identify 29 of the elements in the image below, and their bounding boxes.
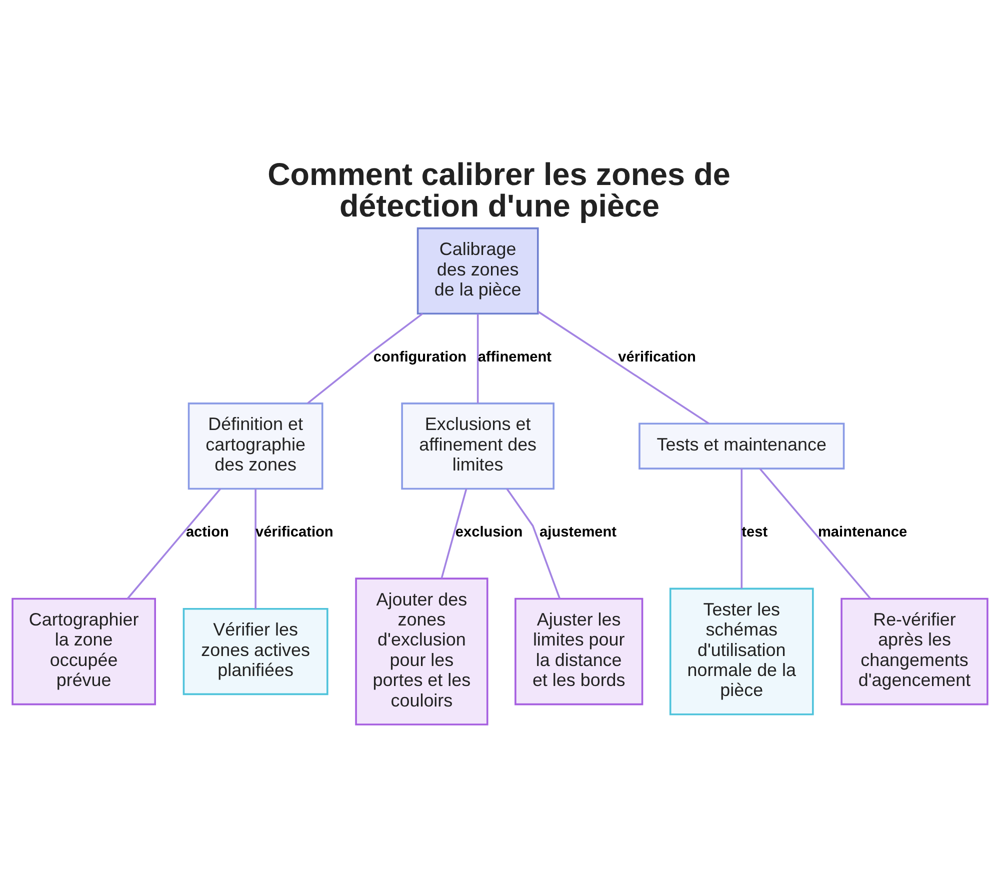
connector [126,488,222,599]
edge-label: action [186,524,229,540]
diagram-title: Comment calibrer les zones de détection d'une pièce [268,156,730,223]
connector [506,488,561,598]
node-box: Calibrage des zones de la pièce [416,226,539,314]
node-box: Exclusions et affinement des limites [401,402,554,490]
connector [740,468,743,588]
edge-label: configuration [373,348,467,365]
connector [476,313,479,403]
node-box: Tests et maintenance [638,422,845,469]
edge-label: test [742,524,768,540]
connector [440,488,468,578]
node-box: Re-vérifier après les changements d'agencement [840,597,988,705]
edge-label: ajustement [540,524,617,540]
edge-label: affinement [478,348,552,365]
edge-label: exclusion [455,524,523,540]
node-box: Définition et cartographie des zones [188,402,324,490]
connector [307,312,424,404]
edge-label: vérification [256,524,334,540]
node-box: Tester les schémas d'utilisation normale de la pièce [669,587,814,715]
node-box: Ajouter des zones d'exclusion pour les portes et les couloirs [355,577,488,725]
node-box: Ajuster les limites pour la distance et les bords [514,597,644,705]
connector [759,468,871,599]
connector [254,488,256,608]
connector [538,310,710,424]
edge-label: maintenance [818,524,908,540]
node-box: Vérifier les zones actives planifiées [182,607,328,695]
node-box: Cartographier la zone occupée prévue [12,597,156,705]
edge-label: vérification [618,348,696,365]
